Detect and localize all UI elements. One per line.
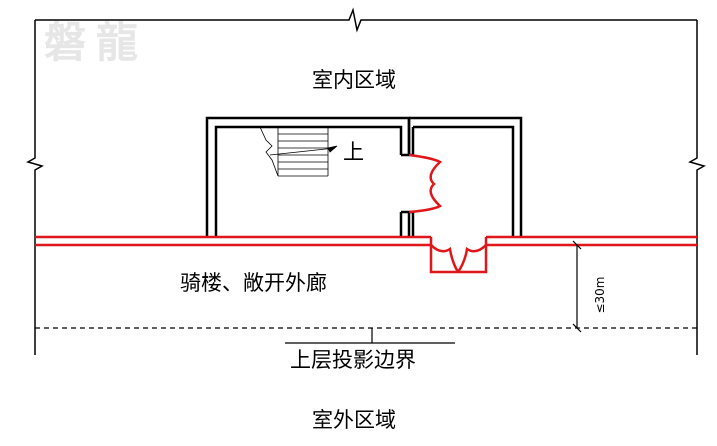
upper-door-swing bbox=[408, 153, 443, 214]
stair-core-walls bbox=[205, 116, 523, 237]
upper-boundary-label: 上层投影边界 bbox=[290, 348, 416, 372]
dimension-label: ≤30m bbox=[593, 276, 607, 314]
outdoor-area-label: 室外区域 bbox=[312, 408, 396, 432]
dimension-line bbox=[572, 240, 582, 333]
indoor-area-label: 室内区域 bbox=[312, 68, 396, 92]
watermark-logo: 磐龍 bbox=[44, 18, 149, 67]
building-outline bbox=[26, 7, 706, 355]
stair-up-label: 上 bbox=[343, 140, 364, 164]
fire-separation-line bbox=[35, 235, 697, 274]
arcade-label: 骑楼、敞开外廊 bbox=[180, 271, 327, 295]
boundary-leader bbox=[285, 328, 455, 344]
staircase bbox=[259, 126, 338, 177]
